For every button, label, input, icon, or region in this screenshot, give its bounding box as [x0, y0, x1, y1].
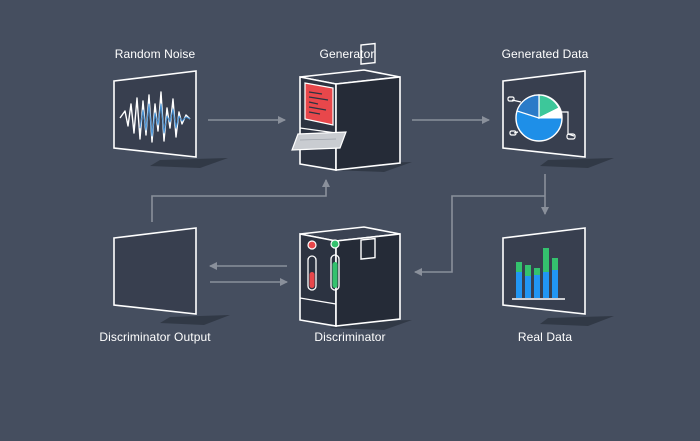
generated-data-panel [502, 70, 614, 168]
generator-window [360, 42, 376, 65]
printer-paper-icon [291, 131, 347, 151]
random-noise-panel [113, 70, 228, 168]
arrows [151, 116, 549, 286]
real-data-label: Real Data [517, 330, 573, 344]
bar-chart-icon [512, 248, 565, 300]
discriminator-window [360, 237, 376, 260]
random-noise-label: Random Noise [114, 47, 196, 61]
noise-waveform-accent [139, 103, 191, 137]
arrow-output-feedback-to-generator [151, 179, 330, 222]
generator-label: Generator [319, 47, 375, 61]
arrow-generated-data-to-discriminator [414, 195, 545, 276]
test-tube-icon [307, 239, 340, 291]
generated-data-label: Generated Data [501, 47, 589, 61]
generator-machine [291, 42, 412, 172]
discriminator-label: Discriminator [314, 330, 386, 344]
discriminator-output-label: Discriminator Output [99, 330, 211, 344]
real-data-panel [502, 227, 614, 326]
generator-screen [304, 82, 334, 126]
discriminator-machine [299, 226, 412, 330]
noise-waveform-icon [119, 91, 191, 143]
discriminator-output-panel [113, 227, 230, 325]
pie-chart-icon [515, 94, 563, 142]
